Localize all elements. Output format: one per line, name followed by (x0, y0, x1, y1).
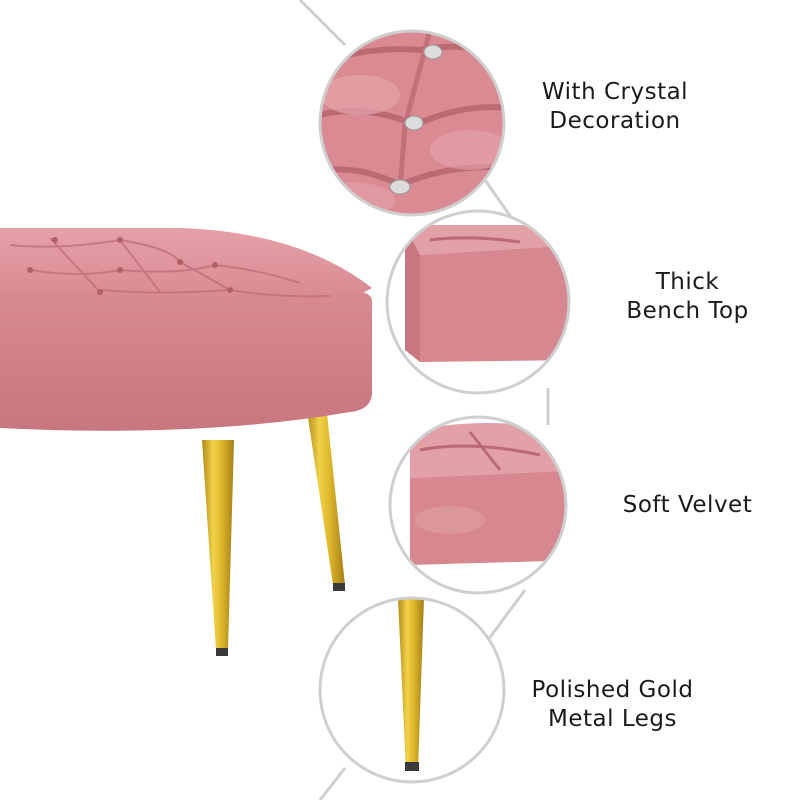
feature-caption-bench-top: Thick Bench Top (600, 268, 775, 326)
crystal-icon (389, 44, 443, 195)
gold-leg-back (306, 404, 345, 591)
bench-top-closeup (385, 209, 571, 395)
bench-side (0, 290, 372, 431)
feature-caption-gold-legs: Polished Gold Metal Legs (500, 676, 725, 734)
caption-line: Bench Top (626, 298, 749, 324)
caption-line: Metal Legs (548, 706, 677, 732)
feature-caption-crystal: With Crystal Decoration (500, 78, 730, 136)
gold-leg-closeup (318, 596, 506, 784)
caption-line: Polished Gold (531, 677, 694, 703)
tufting-stitches (9, 237, 331, 298)
crystal-tufting-closeup (318, 29, 506, 217)
gold-leg-front (202, 440, 234, 656)
bench-top-surface (0, 228, 372, 300)
velvet-closeup (388, 415, 568, 595)
caption-line: Thick (655, 269, 720, 295)
caption-line: Decoration (549, 108, 681, 134)
caption-line: Soft Velvet (622, 492, 753, 518)
bench (0, 228, 372, 656)
caption-line: With Crystal (541, 79, 689, 105)
tufting-buttons (27, 237, 233, 295)
feature-caption-velvet: Soft Velvet (600, 491, 775, 520)
